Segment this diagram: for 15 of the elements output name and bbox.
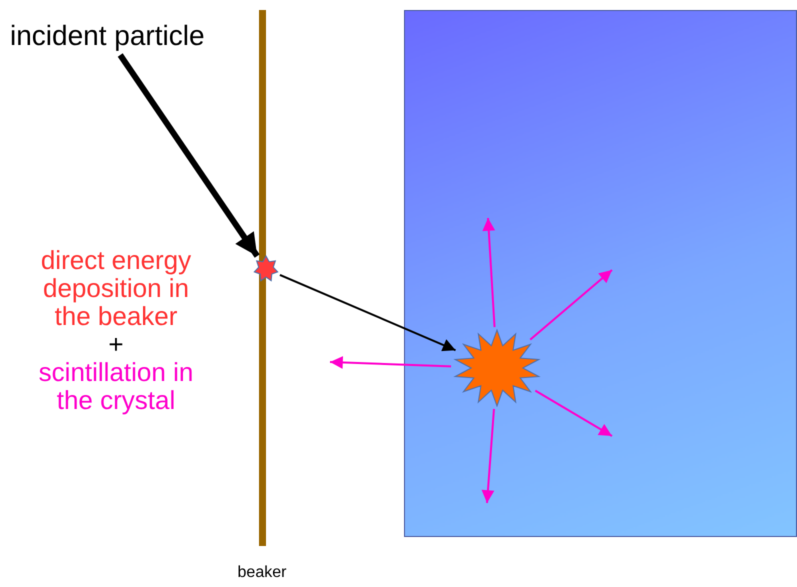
particle-label: incident particle [10, 20, 205, 52]
arrow [530, 269, 613, 340]
scintillation-burst [453, 329, 541, 407]
beaker-label: beaker [236, 564, 288, 582]
impact-splash [253, 255, 279, 283]
arrow [118, 53, 260, 258]
arrow [534, 390, 612, 437]
arrow [482, 218, 496, 328]
plus-sign: + [107, 330, 125, 358]
arrow [330, 356, 452, 369]
deposition-note: direct energy deposition in the beaker [40, 246, 192, 330]
arrow [482, 408, 495, 504]
scintillation-note: scintillation in the crystal [38, 358, 194, 414]
arrow [280, 274, 456, 352]
crystal-block [404, 10, 797, 537]
